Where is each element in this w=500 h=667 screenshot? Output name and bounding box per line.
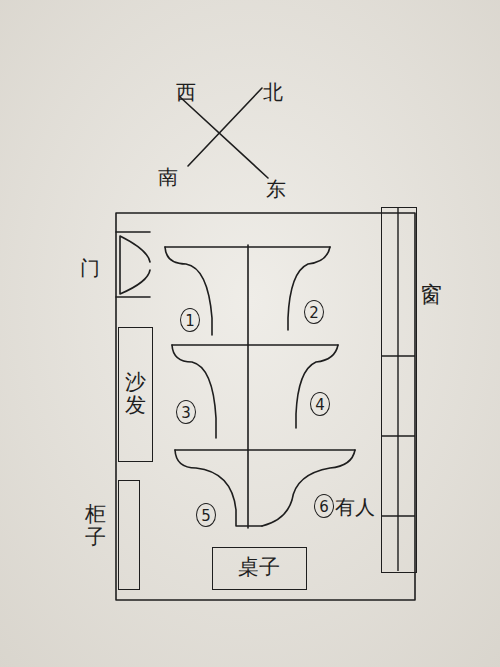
room-label: 窗: [420, 283, 442, 307]
note-label: 有人: [335, 496, 375, 518]
window-frame: [382, 208, 415, 571]
callout-number: 4: [310, 392, 330, 416]
room-label: 沙发: [125, 371, 146, 417]
callout-number: 2: [304, 300, 324, 324]
callout-number: 5: [196, 503, 216, 527]
callout-number: 6: [314, 494, 334, 518]
cabinet-box: 柜子: [118, 480, 140, 590]
compass-label: 西: [176, 81, 196, 103]
room-label: 柜子: [85, 503, 106, 549]
callout-number: 1: [180, 308, 200, 332]
table-box: 桌子: [212, 547, 307, 590]
window-band: 窗: [381, 207, 417, 573]
compass-label: 东: [266, 178, 286, 200]
note-label: 门: [80, 257, 100, 279]
compass-label: 北: [263, 81, 283, 103]
sofa-box: 沙发: [118, 327, 153, 462]
callout-number: 3: [176, 400, 196, 424]
compass-label: 南: [158, 166, 178, 188]
room-label: 桌子: [238, 556, 280, 579]
